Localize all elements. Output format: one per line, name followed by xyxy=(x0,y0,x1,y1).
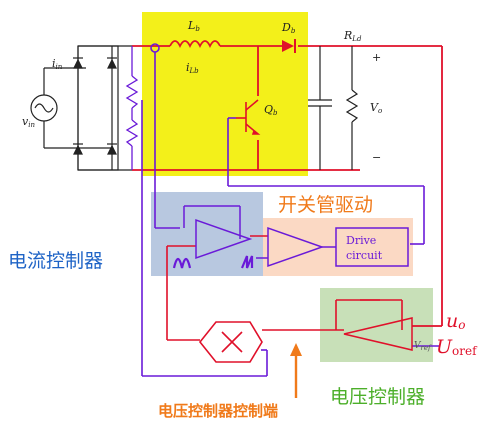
uoref-label: Uoref xyxy=(436,336,477,358)
output-voltage-label: Vo xyxy=(370,101,383,115)
sense-resistor xyxy=(125,46,139,170)
driver-region xyxy=(263,218,413,276)
voltage-opamp xyxy=(343,299,413,351)
control-port-arrow xyxy=(290,343,302,398)
switch-driver-label: 开关管驱动 xyxy=(278,194,374,216)
current-controller-label: 电流控制器 xyxy=(8,250,104,272)
multiplier xyxy=(198,321,263,363)
voltage-controller-label: 电压控制器 xyxy=(330,386,426,408)
minus-label: − xyxy=(372,151,382,164)
switch-qb xyxy=(236,99,261,135)
ramp-waveforms xyxy=(172,255,254,269)
drive-circuit-line2: circuit xyxy=(346,249,383,262)
input-voltage-label: vin xyxy=(22,115,35,129)
input-current-label: iin xyxy=(52,57,63,71)
switch-label: Qb xyxy=(264,103,278,117)
driver-comparator xyxy=(256,226,409,268)
inductor-current-label: iLb xyxy=(186,61,199,75)
vref-label: Vref xyxy=(414,341,431,352)
diode-bridge xyxy=(73,45,132,171)
power-stage-region xyxy=(142,12,308,176)
control-wires xyxy=(141,43,440,377)
output-filter xyxy=(308,46,359,170)
ac-source xyxy=(30,67,112,149)
uo-label: uo xyxy=(446,310,466,332)
voltage-control-port-label: 电压控制器控制端 xyxy=(158,402,279,420)
drive-circuit-line1: Drive xyxy=(346,234,377,247)
control-wires-red xyxy=(166,235,403,341)
load-label: RLd xyxy=(344,29,362,43)
diode-label: Db xyxy=(282,21,296,35)
diode-db xyxy=(282,39,296,53)
plus-label: + xyxy=(372,51,382,64)
current-opamp xyxy=(183,205,253,260)
inductor-label: Lb xyxy=(188,19,200,33)
power-path xyxy=(132,40,443,327)
